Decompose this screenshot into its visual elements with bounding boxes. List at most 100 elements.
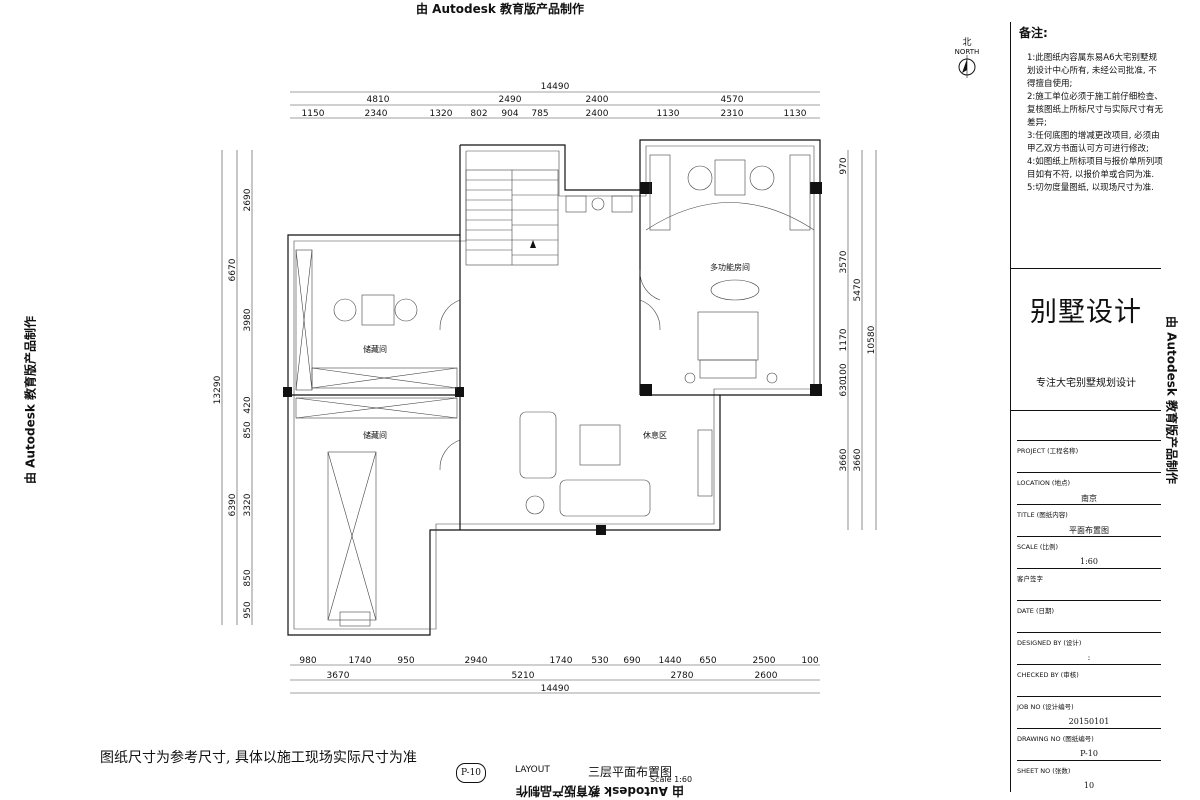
dim-right-detail: 3570 — [839, 250, 849, 273]
field-value: : — [1087, 653, 1091, 662]
note-item: 3:任何底图的增减更改项目, 必须由甲乙双方书面认可方可进行修改; — [1027, 131, 1160, 154]
notes-list: 1:此图纸内容属东易A6大宅别墅规划设计中心所有, 未经公司批准, 不得擅自使用… — [1027, 52, 1163, 195]
dim-top-detail: 1320 — [430, 109, 453, 119]
note-item: 1:此图纸内容属东易A6大宅别墅规划设计中心所有, 未经公司批准, 不得擅自使用… — [1027, 53, 1157, 89]
dim-right-mid: 3660 — [853, 448, 863, 471]
field-label: DATE (日期) — [1017, 607, 1055, 615]
dim-bottom-detail: 2500 — [753, 656, 776, 666]
right-dimensions: 10580 5470 3660 970 3570 1170 100 630 36… — [839, 150, 877, 530]
field-label: JOB NO (设计编号) — [1017, 703, 1074, 711]
dim-top-detail: 1130 — [784, 109, 807, 119]
notes-title: 备注: — [1019, 26, 1048, 40]
divider — [1011, 410, 1161, 411]
scale-label: Scale 1:60 — [650, 775, 693, 784]
dim-top-mid: 4570 — [721, 95, 744, 105]
room-label: 储藏间 — [363, 430, 387, 440]
compass-en: NORTH — [955, 48, 980, 56]
field-value: 20150101 — [1068, 717, 1110, 726]
dim-bottom-detail: 690 — [623, 656, 640, 666]
dim-left-detail: 850 — [243, 569, 253, 586]
dim-bottom-mid: 5210 — [512, 671, 535, 681]
dim-bottom-detail: 1440 — [659, 656, 682, 666]
multi-function-room: 多功能房间 — [645, 154, 815, 384]
drawing-note: 图纸尺寸为参考尺寸, 具体以施工现场实际尺寸为准 — [100, 750, 417, 766]
dim-bottom-detail: 2940 — [465, 656, 488, 666]
field-value: 10 — [1083, 781, 1095, 790]
dim-top-detail: 1150 — [302, 109, 325, 119]
dim-right-mid: 5470 — [853, 278, 863, 301]
dim-top-detail: 2310 — [721, 109, 744, 119]
note-item: 4:如图纸上所标项目与报价单所列项目如有不符, 以报价单或合同为准. — [1027, 157, 1163, 180]
dim-left-mid: 6670 — [228, 258, 238, 281]
dim-right-detail: 100 — [839, 363, 849, 380]
field-label: SCALE (比例) — [1017, 543, 1058, 551]
dim-top-mid: 2400 — [586, 95, 609, 105]
dim-bottom-mid: 3670 — [327, 671, 350, 681]
dim-right-total: 10580 — [867, 325, 877, 354]
dim-right-detail: 1170 — [839, 328, 849, 351]
dim-right-detail: 630 — [839, 379, 849, 396]
field-drawing-no: DRAWING NO (图纸编号) P-10 — [1017, 728, 1161, 767]
field-label: DESIGNED BY (设计) — [1017, 639, 1082, 647]
walls — [283, 139, 822, 636]
field-scale: SCALE (比例) 1:60 — [1017, 536, 1161, 575]
dim-left-detail: 2690 — [243, 188, 253, 211]
dim-top-mid: 2490 — [499, 95, 522, 105]
sheet-badge: P-10 — [456, 763, 486, 783]
compass-cn: 北 — [962, 37, 971, 48]
dim-bottom-mid: 2780 — [671, 671, 694, 681]
dim-top-detail: 904 — [501, 109, 518, 119]
dim-top-mid: 4810 — [367, 95, 390, 105]
storage-lower: 储藏间 — [295, 397, 458, 627]
dim-bottom-detail: 530 — [591, 656, 608, 666]
field-value: 南京 — [1081, 494, 1097, 503]
dim-left-detail: 950 — [243, 601, 253, 618]
field-checked-by: CHECKED BY (审核) — [1017, 664, 1161, 703]
field-label: LOCATION (地点) — [1017, 479, 1070, 487]
field-value: 平面布置图 — [1069, 526, 1109, 535]
field-value: 1:60 — [1080, 557, 1098, 566]
divider — [1011, 268, 1161, 269]
brand-slogan: 专注大宅别墅规划设计 — [1036, 378, 1136, 389]
field-job-no: JOB NO (设计编号) 20150101 — [1017, 696, 1161, 735]
field-label: PROJECT (工程名称) — [1017, 447, 1079, 455]
dim-bottom-mid: 2600 — [755, 671, 778, 681]
dim-right-detail: 970 — [839, 157, 849, 174]
field-client-signature: 客户签字 — [1017, 568, 1161, 607]
field-designed-by: DESIGNED BY (设计) : — [1017, 632, 1161, 671]
layout-label: LAYOUT — [515, 765, 550, 775]
top-dimensions: 14490 4810 2490 2400 4570 1150 2340 1320… — [290, 82, 820, 119]
title-block: 备注: 1:此图纸内容属东易A6大宅别墅规划设计中心所有, 未经公司批准, 不得… — [1010, 22, 1163, 792]
dim-left-detail: 3320 — [243, 493, 253, 516]
room-label: 储藏间 — [363, 344, 387, 354]
dim-bottom-detail: 1740 — [550, 656, 573, 666]
doors — [439, 269, 661, 471]
dim-bottom-total: 14490 — [541, 684, 570, 694]
rest-area: 休息区 — [519, 411, 713, 517]
field-label: DRAWING NO (图纸编号) — [1017, 735, 1094, 743]
dim-left-total: 13290 — [213, 375, 223, 404]
field-label: TITLE (图纸内容) — [1017, 511, 1068, 519]
bottom-dimensions: 980 1740 950 2940 1740 530 690 1440 650 … — [290, 656, 820, 694]
field-value: P-10 — [1080, 749, 1098, 758]
field-label: SHEET NO (张数) — [1017, 767, 1071, 775]
dim-top-detail: 802 — [470, 109, 487, 119]
dim-left-detail: 420 — [243, 396, 253, 413]
dim-bottom-detail: 950 — [397, 656, 414, 666]
watermark-top: 由 Autodesk 教育版产品制作 — [415, 2, 585, 16]
dim-bottom-detail: 100 — [801, 656, 818, 666]
dim-left-mid: 6390 — [228, 493, 238, 516]
landing-chairs — [565, 195, 633, 213]
field-label: 客户签字 — [1017, 575, 1043, 583]
field-title: TITLE (图纸内容) 平面布置图 — [1017, 504, 1161, 543]
field-sheet-no: SHEET NO (张数) 10 — [1017, 760, 1161, 799]
dim-top-detail: 2340 — [365, 109, 388, 119]
dim-left-detail: 850 — [243, 421, 253, 438]
dim-left-detail: 3980 — [243, 308, 253, 331]
note-item: 5:切勿度量图纸, 以现场尺寸为准. — [1027, 183, 1154, 193]
field-date: DATE (日期) — [1017, 600, 1161, 639]
dim-right-detail: 3660 — [839, 448, 849, 471]
dim-top-detail: 1130 — [657, 109, 680, 119]
left-dimensions: 13290 6670 6390 2690 3980 420 850 3320 8… — [213, 150, 253, 625]
staircase — [465, 169, 559, 266]
